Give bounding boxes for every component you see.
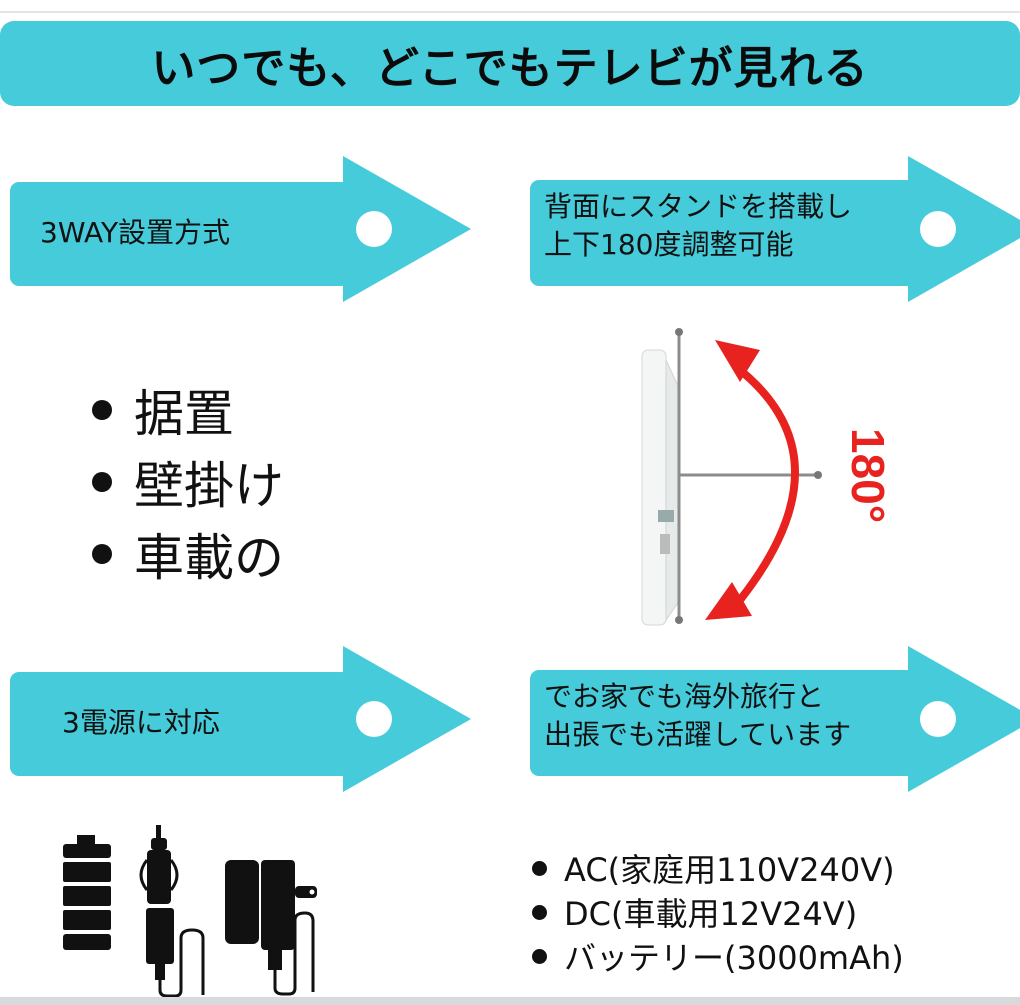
list-item: AC(家庭用110V240V)	[532, 846, 904, 890]
arrow-install-label: 3WAY設置方式	[40, 216, 231, 249]
bullet-icon	[92, 544, 112, 564]
bullet-icon	[532, 948, 547, 964]
ac-adapter-icon	[225, 860, 317, 996]
bullet-icon	[92, 472, 112, 492]
arrow-stand: 背面にスタンドを搭載し 上下180度調整可能	[530, 156, 1020, 302]
tv-stand-rotation-icon: 180°	[620, 320, 920, 640]
car-charger-icon	[139, 825, 205, 998]
circle-hole-icon	[920, 211, 956, 247]
top-divider	[0, 0, 1020, 13]
bottom-divider	[0, 997, 1020, 1005]
svg-text:180°: 180°	[842, 428, 894, 523]
battery-icon	[63, 835, 111, 950]
bullet-icon	[532, 904, 547, 920]
circle-hole-icon	[356, 701, 392, 737]
arrow-stand-line2: 上下180度調整可能	[544, 228, 794, 261]
circle-hole-icon	[356, 211, 392, 247]
arrow-stand-line1: 背面にスタンドを搭載し	[544, 190, 853, 223]
arrow-travel-line2: 出張でも活躍しています	[544, 718, 852, 751]
arrow-travel-line1: でお家でも海外旅行と	[544, 680, 825, 713]
headline-banner: いつでも、どこでもテレビが見れる	[0, 21, 1020, 106]
headline-title: いつでも、どこでもテレビが見れる	[151, 42, 869, 94]
install-methods-list: 据置 壁掛け 車載の	[92, 374, 284, 590]
list-item: 車載の	[92, 518, 284, 590]
list-item: DC(車載用12V24V)	[532, 890, 904, 934]
circle-hole-icon	[920, 701, 956, 737]
power-icons	[55, 820, 335, 1000]
arrow-travel: でお家でも海外旅行と 出張でも活躍しています	[530, 646, 1020, 792]
bullet-icon	[532, 860, 547, 876]
list-item: 据置	[92, 374, 284, 446]
power-sources-list: AC(家庭用110V240V) DC(車載用12V24V) バッテリー(3000…	[532, 846, 904, 978]
arrow-install-method: 3WAY設置方式	[10, 156, 471, 302]
bullet-icon	[92, 400, 112, 420]
arrow-power-label: 3電源に対応	[62, 706, 220, 739]
arrow-power: 3電源に対応	[10, 646, 471, 792]
list-item: バッテリー(3000mAh)	[532, 934, 904, 978]
list-item: 壁掛け	[92, 446, 284, 518]
